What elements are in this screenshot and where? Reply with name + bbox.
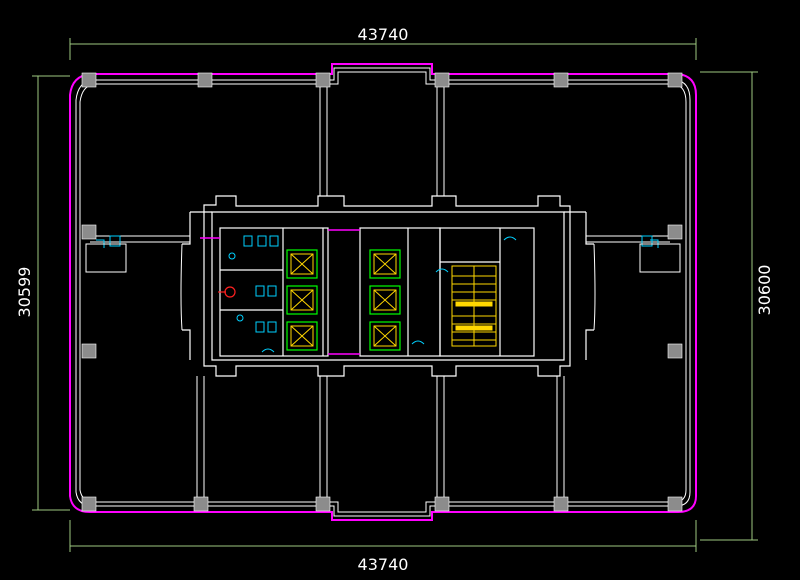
slab-edge bbox=[69, 63, 697, 521]
columns bbox=[81, 72, 683, 512]
dimension-lines bbox=[32, 38, 758, 552]
stairwell bbox=[451, 265, 497, 347]
core-slab-lines bbox=[200, 229, 360, 355]
washroom-fixtures bbox=[96, 235, 659, 353]
core-walls bbox=[182, 195, 594, 377]
elevator-right-1 bbox=[369, 249, 401, 279]
elevator-right-3 bbox=[369, 321, 401, 351]
elevator-right-2 bbox=[369, 285, 401, 315]
structural-grid-lines bbox=[90, 86, 670, 500]
top-dimension-label: 43740 bbox=[358, 25, 409, 44]
elevator-left-1 bbox=[286, 249, 318, 279]
side-service-rooms bbox=[85, 243, 681, 273]
hose-reel-marker bbox=[218, 286, 236, 298]
elevator-left-3 bbox=[286, 321, 318, 351]
right-dimension-label: 30600 bbox=[755, 265, 774, 316]
exterior-walls bbox=[75, 67, 691, 517]
elevator-shafts bbox=[286, 249, 401, 351]
left-dimension-label: 30599 bbox=[15, 267, 34, 318]
elevator-left-2 bbox=[286, 285, 318, 315]
bottom-dimension-label: 43740 bbox=[358, 555, 409, 574]
